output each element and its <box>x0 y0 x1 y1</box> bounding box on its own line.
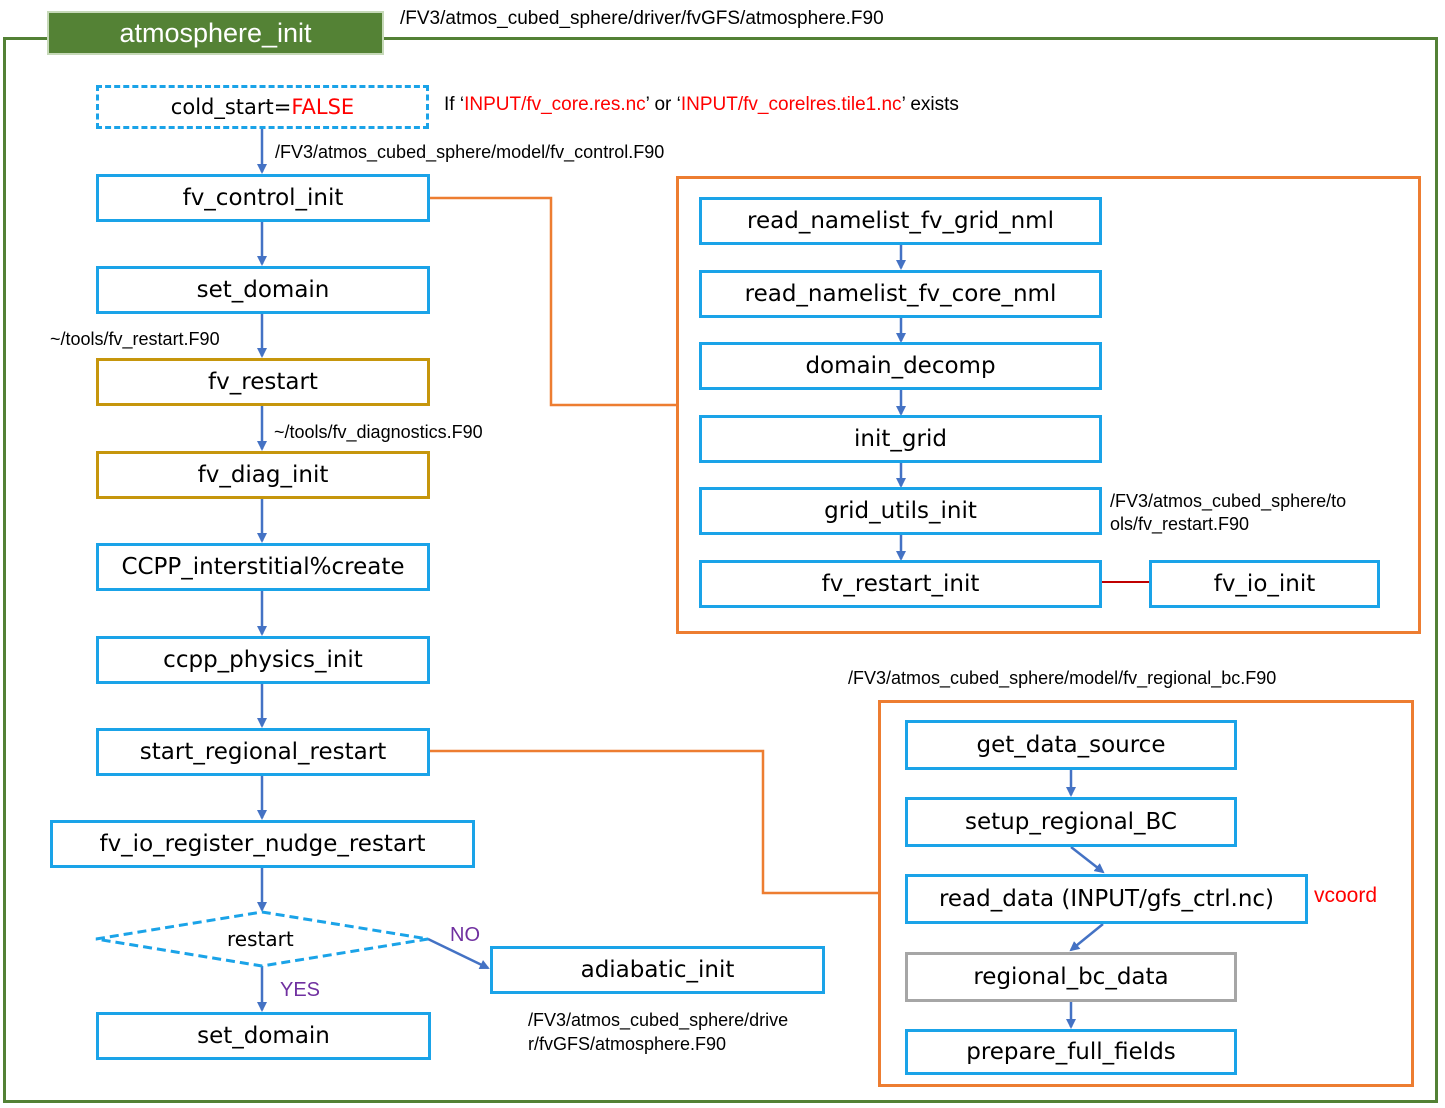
fv-io-register-nudge-restart-box: fv_io_register_nudge_restart <box>50 820 475 868</box>
fv-restart-init-box: fv_restart_init <box>699 560 1102 608</box>
condition-prefix: If ‘ <box>444 94 465 115</box>
fv-diag-init-box: fv_diag_init <box>96 451 430 499</box>
setup-regional-bc-box: setup_regional_BC <box>905 797 1237 847</box>
arrow-no-branch <box>427 937 490 970</box>
outer-frame <box>3 37 1438 1103</box>
grid-utils-path-line-1: /FV3/atmos_cubed_sphere/to <box>1110 491 1347 511</box>
condition-file-1: INPUT/fv_core.res.nc <box>464 94 646 115</box>
cold-start-label: cold_start= <box>170 95 292 119</box>
adiabatic-init-box: adiabatic_init <box>490 946 825 994</box>
condition-middle: ’ or ‘ <box>645 94 681 115</box>
set-domain-final-box: set_domain <box>96 1012 431 1060</box>
adiabatic-path-line-2: r/fvGFS/atmosphere.F90 <box>528 1034 727 1055</box>
arrow-setup-to-read <box>1070 846 1105 874</box>
read-namelist-fv-grid-nml-box: read_namelist_fv_grid_nml <box>699 197 1102 245</box>
adiabatic-path: /FV3/atmos_cubed_sphere/drive r/fvGFS/at… <box>528 1008 788 1057</box>
fv-io-init-box: fv_io_init <box>1149 560 1380 608</box>
header-path: /FV3/atmos_cubed_sphere/driver/fvGFS/atm… <box>400 8 884 29</box>
regional-bc-path: /FV3/atmos_cubed_sphere/model/fv_regiona… <box>848 668 1277 688</box>
cold-start-value: FALSE <box>291 95 355 119</box>
condition-file-2: INPUT/fv_corelres.tile1.nc <box>680 94 902 115</box>
fv-control-init-box: fv_control_init <box>96 174 430 222</box>
ccpp-physics-init-box: ccpp_physics_init <box>96 636 430 684</box>
set-domain-box: set_domain <box>96 266 430 314</box>
fv-diagnostics-path: ~/tools/fv_diagnostics.F90 <box>274 422 483 442</box>
no-label: NO <box>450 924 480 946</box>
regional-bc-data-box: regional_bc_data <box>905 952 1237 1002</box>
grid-utils-init-box: grid_utils_init <box>699 487 1102 535</box>
grid-utils-path-line-2: ols/fv_restart.F90 <box>1110 514 1250 535</box>
grid-utils-path: /FV3/atmos_cubed_sphere/to ols/fv_restar… <box>1110 490 1346 537</box>
fv-control-init-panel <box>676 176 1421 634</box>
prepare-full-fields-box: prepare_full_fields <box>905 1029 1237 1075</box>
yes-label: YES <box>280 979 321 1001</box>
domain-decomp-box: domain_decomp <box>699 342 1102 390</box>
vcoord-label: vcoord <box>1314 884 1378 907</box>
condition-suffix: ’ exists <box>901 94 959 115</box>
fv-restart-path: ~/tools/fv_restart.F90 <box>50 329 220 349</box>
start-regional-restart-box: start_regional_restart <box>96 728 430 776</box>
cold-start-condition: If ‘INPUT/fv_core.res.nc’ or ‘INPUT/fv_c… <box>444 94 959 117</box>
ccpp-interstitial-create-box: CCPP_interstitial%create <box>96 543 430 591</box>
arrow-read-to-bcdata <box>1069 923 1104 952</box>
diagram-title: atmosphere_init <box>47 11 384 55</box>
read-data-box: read_data (INPUT/gfs_ctrl.nc) <box>905 874 1308 924</box>
read-namelist-fv-core-nml-box: read_namelist_fv_core_nml <box>699 270 1102 318</box>
init-grid-box: init_grid <box>699 415 1102 463</box>
cold-start-box: cold_start=FALSE <box>96 85 429 129</box>
decision-label: restart <box>227 927 294 951</box>
decision-diamond <box>95 910 429 968</box>
get-data-source-box: get_data_source <box>905 720 1237 770</box>
link-regional-panel <box>430 749 878 895</box>
fv-restart-box: fv_restart <box>96 358 430 406</box>
fv-control-path: /FV3/atmos_cubed_sphere/model/fv_control… <box>275 142 665 162</box>
adiabatic-path-line-1: /FV3/atmos_cubed_sphere/drive <box>528 1010 789 1030</box>
regional-bc-panel <box>878 700 1414 1087</box>
link-control-panel <box>430 196 676 407</box>
